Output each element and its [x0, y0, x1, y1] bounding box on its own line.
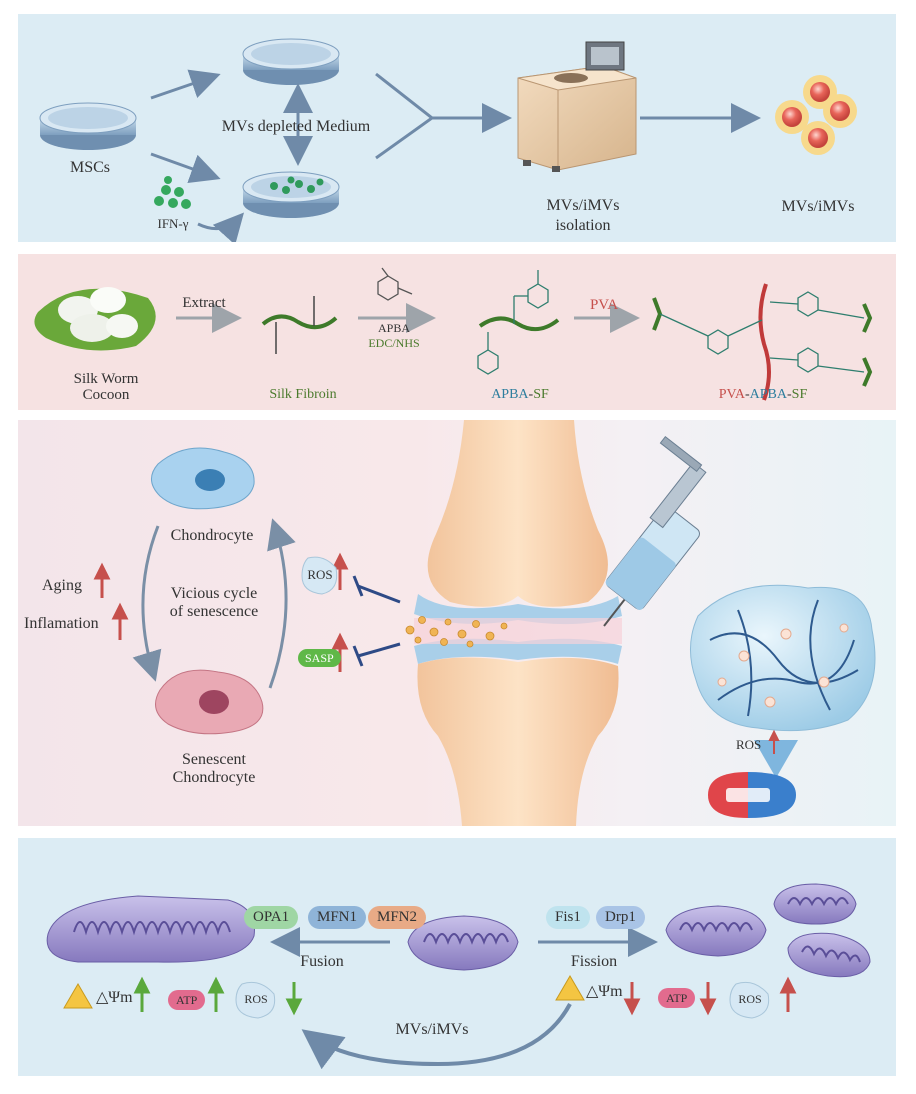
senescent-label-line1: Senescent	[182, 751, 246, 768]
membrane-potential-triangle-right	[555, 975, 585, 1001]
pva-reagent-label: PVA	[589, 297, 619, 313]
product-dash-2: -	[786, 387, 792, 402]
atp-badge-left: ATP	[168, 990, 206, 1010]
panel1-graphics	[39, 38, 857, 242]
panel2-graphics	[34, 267, 873, 401]
knee-joint	[414, 420, 622, 826]
chondrocyte-label: Chondrocyte	[170, 527, 254, 544]
mv-vesicles	[775, 75, 857, 155]
atp-badge-right: ATP	[658, 988, 696, 1008]
sasp-badge: SASP	[298, 649, 341, 667]
dynamics-arrows	[270, 927, 658, 1070]
joint-debris-particles	[405, 616, 508, 648]
medium-dish-top	[242, 38, 340, 85]
mfn1-badge: MFN1	[308, 906, 367, 929]
hydrogel-network	[689, 584, 876, 732]
boronate-ester-capsule	[708, 772, 796, 818]
ros-droplet-right	[729, 981, 770, 1019]
cycle-label-line1: Vicious cycle	[170, 585, 258, 602]
opa1-badge: OPA1	[244, 906, 299, 929]
cocoon-label-line2: Cocoon	[82, 387, 130, 403]
product-dash-1: -	[744, 387, 750, 402]
mv-preparation-panel: MSCs IFN-γ MVs depleted Medium MVs/iMVs …	[18, 14, 896, 242]
red-up-arrow	[779, 976, 797, 1012]
ros-droplet	[301, 556, 338, 595]
hydrogel-ros-up-arrow	[768, 729, 780, 754]
aging-label: Aging	[42, 577, 82, 594]
msc-label: MSCs	[69, 159, 111, 176]
ros-sasp-up-arrows	[331, 552, 349, 672]
delta-psi-left-label: △Ψm	[96, 989, 133, 1006]
membrane-potential-triangle-left	[63, 983, 93, 1009]
fusion-label: Fusion	[300, 953, 344, 970]
extract-label: Extract	[182, 295, 226, 311]
delta-psi-right-label: △Ψm	[586, 983, 623, 1000]
aging-inflammation-up-arrows	[93, 562, 129, 640]
syringe	[603, 435, 707, 627]
apba-sf-part1: APBA	[491, 387, 529, 402]
depleted-medium-label: MVs depleted Medium	[221, 118, 371, 135]
cartilage-senescence-panel: Chondrocyte Vicious cycle of senescence …	[18, 420, 896, 826]
panel4-graphics	[46, 883, 871, 1070]
fragmented-mitochondria	[665, 883, 871, 978]
fis1-badge: Fis1	[546, 906, 590, 929]
green-down-arrow	[285, 982, 303, 1016]
panel3-graphics	[93, 420, 876, 826]
ifn-treated-dish	[242, 171, 340, 218]
senescent-chondrocyte-cell	[155, 669, 264, 735]
product-part-sf: SF	[791, 387, 808, 402]
green-up-arrows	[133, 976, 225, 1012]
ros-left-label: ROS	[244, 992, 268, 1006]
silk-fibroin-label: Silk Fibroin	[269, 387, 337, 402]
cycle-label-line2: of senescence	[169, 603, 259, 620]
hydrogel-synthesis-panel: Silk Worm Cocoon Extract Silk Fibroin AP…	[18, 254, 896, 410]
ifn-gamma-label: IFN-γ	[157, 216, 189, 231]
product-part-apba: APBA	[749, 387, 787, 402]
drp1-badge: Drp1	[596, 906, 645, 929]
isolation-label-line2: isolation	[555, 217, 611, 234]
senescent-label-line2: Chondrocyte	[172, 769, 256, 786]
mitochondria-dynamics-panel: OPA1 MFN1 MFN2 Fusion Fis1 Drp1 Fission …	[18, 838, 896, 1076]
senescence-cycle-arrows	[132, 518, 296, 689]
fused-mitochondrion	[46, 895, 255, 963]
product-label: MVs/iMVs	[781, 198, 855, 215]
pva-apba-sf-network	[652, 283, 873, 401]
msc-dish	[39, 102, 137, 150]
inflammation-label: Inflamation	[24, 615, 99, 632]
mfn2-badge: MFN2	[368, 906, 427, 929]
isolation-label-line1: MVs/iMVs	[546, 197, 620, 214]
red-down-arrows	[623, 982, 717, 1016]
apba-reagent-label: APBA	[377, 321, 411, 335]
silk-cocoon	[34, 287, 156, 351]
pva-apba-sf-label: PVA-APBA-SF	[719, 388, 807, 402]
ros-right-label: ROS	[738, 992, 762, 1006]
ifn-gamma-particles	[154, 176, 191, 209]
ros-response-arrow	[754, 740, 798, 778]
edc-nhs-label: EDC/NHS	[368, 336, 420, 350]
chondrocyte-cell	[151, 447, 255, 510]
flow-arrows	[150, 69, 761, 242]
silk-fibroin-structure	[261, 296, 338, 354]
apba-sf-dash: -	[528, 387, 534, 402]
treatment-label: MVs/iMVs	[395, 1021, 469, 1038]
centrifuge	[517, 41, 637, 172]
product-part-pva: PVA	[718, 387, 745, 402]
inhibition-markers	[352, 575, 401, 667]
fission-label: Fission	[570, 953, 618, 970]
apba-sf-structure	[477, 270, 560, 375]
hydrogel-ros-label: ROS	[736, 737, 762, 752]
apba-sf-part2: SF	[533, 387, 549, 402]
apba-molecule	[377, 267, 413, 301]
cocoon-label-line1: Silk Worm	[73, 371, 139, 387]
ros-droplet-left	[235, 981, 276, 1019]
ros-label: ROS	[307, 567, 333, 582]
apba-sf-label: APBA-SF	[491, 388, 549, 402]
central-mitochondrion	[407, 915, 519, 971]
